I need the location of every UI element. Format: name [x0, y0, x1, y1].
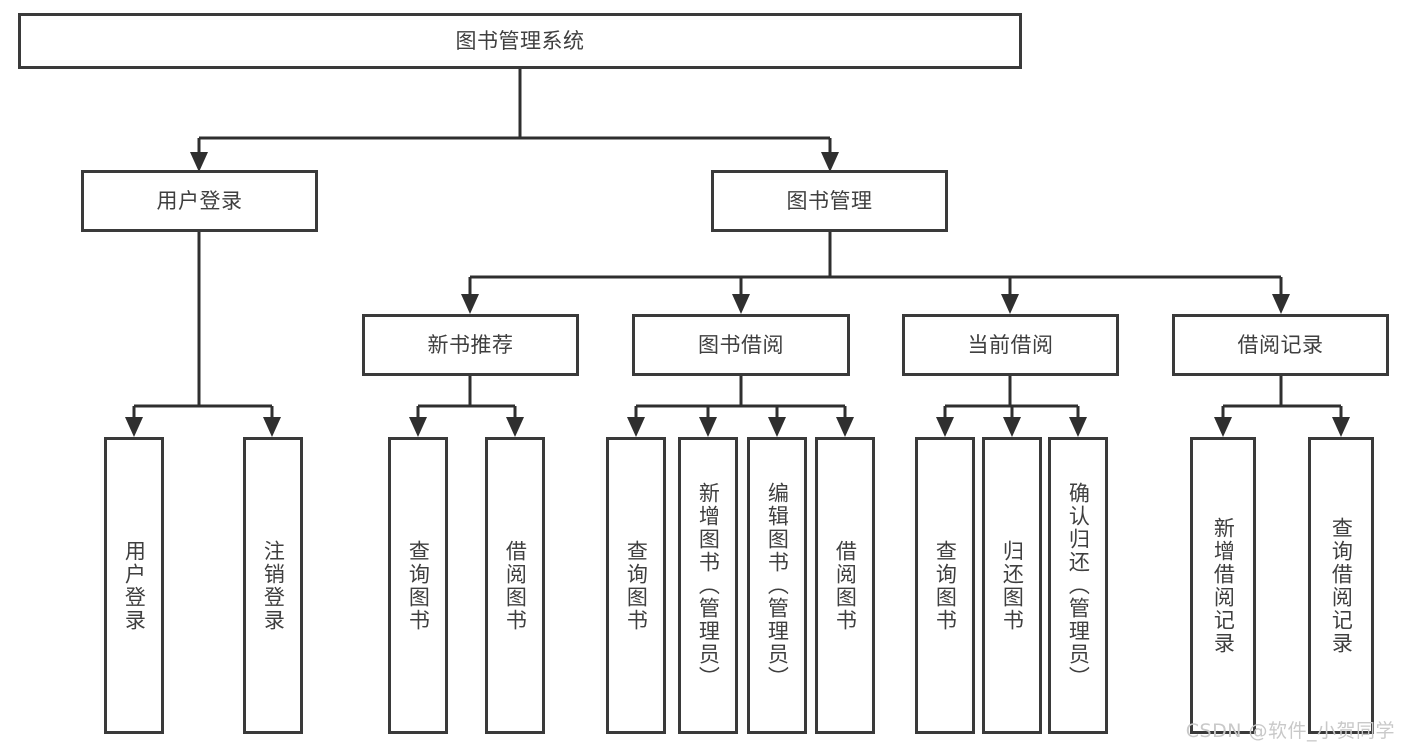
node-label: 查询图书: [406, 539, 431, 632]
node-leaf-edit-book-admin[interactable]: 编辑图书（管理员）: [747, 437, 807, 734]
connector-current-borrow-to-leaves: [936, 376, 1087, 437]
node-leaf-add-book-admin[interactable]: 新增图书（管理员）: [678, 437, 738, 734]
node-leaf-borrow-book-new[interactable]: 借阅图书: [485, 437, 545, 734]
node-label: 借阅记录: [1237, 332, 1324, 357]
node-leaf-query-book-new[interactable]: 查询图书: [388, 437, 448, 734]
csdn-watermark: CSDN @软件_小贺同学: [1185, 720, 1395, 742]
node-leaf-borrow-book[interactable]: 借阅图书: [815, 437, 875, 734]
node-new-book-recommend[interactable]: 新书推荐: [362, 314, 579, 376]
node-book-management[interactable]: 图书管理: [711, 170, 948, 232]
node-label: 编辑图书（管理员）: [765, 482, 790, 689]
node-label: 当前借阅: [967, 332, 1054, 357]
node-leaf-user-login[interactable]: 用户登录: [104, 437, 164, 734]
node-label: 查询借阅记录: [1329, 516, 1354, 655]
node-label: 图书管理: [786, 188, 873, 213]
connector-book-management-to-level3: [461, 232, 1290, 314]
node-book-borrow[interactable]: 图书借阅: [632, 314, 850, 376]
node-label: 借阅图书: [833, 539, 858, 632]
node-label: 确认归还（管理员）: [1066, 482, 1091, 689]
node-leaf-confirm-return[interactable]: 确认归还（管理员）: [1048, 437, 1108, 734]
node-current-borrow[interactable]: 当前借阅: [902, 314, 1119, 376]
node-label: 图书管理系统: [455, 28, 585, 53]
node-leaf-add-record[interactable]: 新增借阅记录: [1190, 437, 1256, 734]
node-label: 查询图书: [933, 539, 958, 632]
node-borrow-record[interactable]: 借阅记录: [1172, 314, 1389, 376]
node-root[interactable]: 图书管理系统: [18, 13, 1022, 69]
node-leaf-query-book-borrow[interactable]: 查询图书: [606, 437, 666, 734]
node-leaf-query-record[interactable]: 查询借阅记录: [1308, 437, 1374, 734]
node-user-login[interactable]: 用户登录: [81, 170, 318, 232]
connector-borrow-record-to-leaves: [1214, 376, 1350, 437]
node-label: 查询图书: [624, 539, 649, 632]
node-label: 图书借阅: [698, 332, 784, 357]
node-label: 新增图书（管理员）: [696, 482, 721, 689]
connector-new-book-recommend-to-leaves: [409, 376, 524, 437]
node-leaf-user-logout[interactable]: 注销登录: [243, 437, 303, 734]
node-label: 借阅图书: [503, 539, 528, 632]
node-leaf-return-book[interactable]: 归还图书: [982, 437, 1042, 734]
node-label: 新书推荐: [427, 332, 514, 357]
connector-book-borrow-to-leaves: [627, 376, 854, 437]
connector-user-login-to-leaves: [125, 232, 281, 437]
node-label: 新增借阅记录: [1211, 516, 1236, 655]
node-label: 注销登录: [261, 539, 286, 632]
node-label: 用户登录: [122, 539, 147, 632]
node-label: 用户登录: [156, 188, 243, 213]
connector-root-to-level2: [190, 69, 839, 172]
node-leaf-query-book-current[interactable]: 查询图书: [915, 437, 975, 734]
node-label: 归还图书: [1000, 539, 1025, 632]
